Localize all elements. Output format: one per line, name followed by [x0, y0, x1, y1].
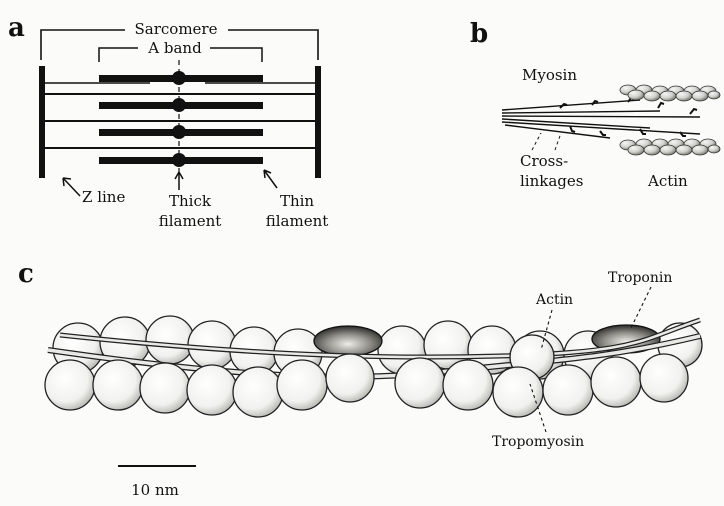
- actin-monomer: [146, 316, 194, 364]
- actin-monomer: [326, 354, 374, 402]
- actin-monomer: [395, 358, 445, 408]
- actin-label-c: Actin: [535, 292, 573, 308]
- panel-a-letter: a: [8, 13, 25, 43]
- actin-monomer: [140, 363, 190, 413]
- actin-monomer: [493, 367, 543, 417]
- thick-filaments: [99, 71, 263, 167]
- thin-filament-label-1: Thin: [280, 192, 314, 210]
- actin-monomer: [233, 367, 283, 417]
- actin-monomer: [640, 354, 688, 402]
- actin-chain-lower: [620, 139, 720, 155]
- troponin: [314, 326, 382, 356]
- z-line-pointer: [63, 178, 80, 196]
- actin-monomer: [543, 365, 593, 415]
- panel-a: a Sarcomere A band: [8, 13, 328, 230]
- z-line-left: [39, 66, 45, 178]
- panel-b-letter: b: [470, 19, 488, 49]
- cross-linkage-pointers: [532, 133, 561, 150]
- cross-linkages-label-1: Cross-: [520, 152, 568, 170]
- panel-c: c: [18, 259, 702, 499]
- thin-filament-pointer: [264, 170, 277, 188]
- tropomyosin-label: Tropomyosin: [492, 434, 584, 450]
- troponin-leader: [630, 287, 651, 330]
- cross-linkages-label-2: linkages: [520, 172, 583, 190]
- myosin-label: Myosin: [522, 66, 577, 84]
- thick-filament-label-2: filament: [159, 212, 222, 230]
- actin-monomer: [93, 360, 143, 410]
- a-band-label: A band: [147, 39, 202, 57]
- actin-monomer: [591, 357, 641, 407]
- thin-filament-label-2: filament: [266, 212, 329, 230]
- actin-monomer: [443, 360, 493, 410]
- z-line-right: [315, 66, 321, 178]
- sarcomere-label: Sarcomere: [135, 20, 218, 38]
- scale-bar-label: 10 nm: [131, 481, 179, 499]
- actin-monomer: [277, 360, 327, 410]
- actin-monomer: [45, 360, 95, 410]
- z-line-label: Z line: [82, 188, 125, 206]
- actin-chain-upper: [620, 85, 720, 101]
- thick-filament-pointer: [175, 172, 183, 190]
- panel-b: b Myosin: [470, 19, 720, 190]
- panel-c-letter: c: [18, 259, 34, 289]
- actin-monomer: [187, 365, 237, 415]
- troponin-label: Troponin: [608, 270, 672, 286]
- thick-filament-label-1: Thick: [169, 192, 212, 210]
- actin-label-b: Actin: [647, 172, 688, 190]
